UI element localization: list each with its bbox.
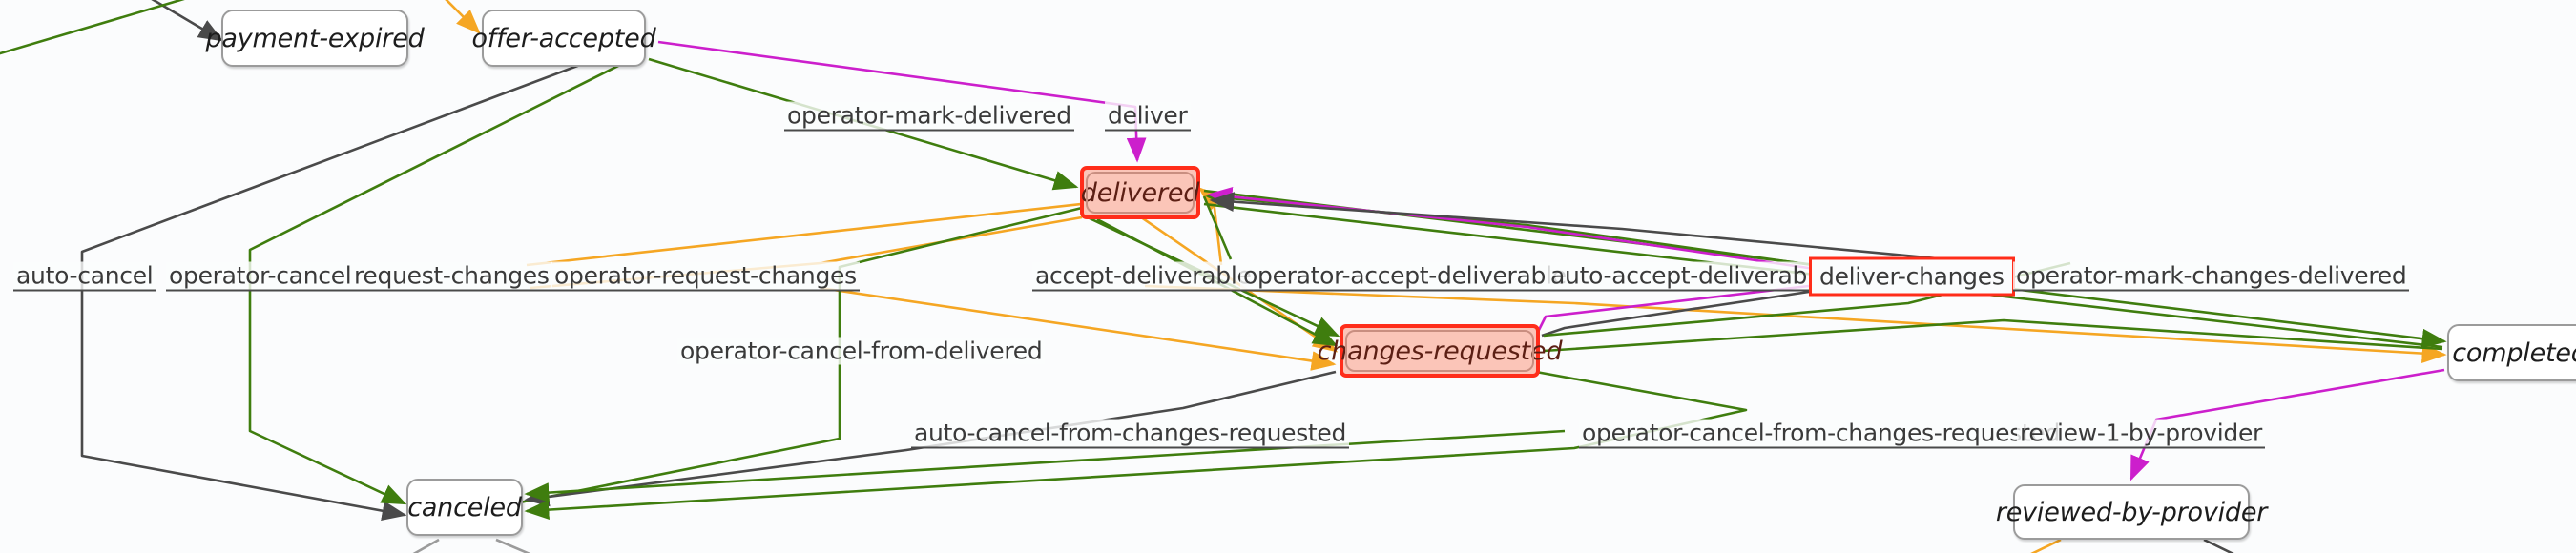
edge-label-text: auto-cancel — [16, 261, 154, 290]
node-label: offer-accepted — [471, 23, 656, 53]
edge-label-request-changes[interactable]: request-changes — [351, 261, 552, 292]
edge-label-text: operator-accept-deliverable — [1243, 261, 1567, 290]
edge-accept-deliverable — [1198, 187, 1224, 266]
edge-label-auto-accept-deliverable[interactable]: auto-accept-deliverable — [1548, 261, 1831, 292]
edge-label-auto-cancel[interactable]: auto-cancel — [13, 261, 156, 292]
node-label: canceled — [407, 492, 522, 522]
edge-reviewed-out-gray — [2203, 538, 2234, 553]
edge-operator-mark-changes-delivered-2 — [1541, 290, 1810, 338]
edge-label-text: review-1-by-provider — [2020, 419, 2263, 447]
edge-label-deliver-changes[interactable]: deliver-changes — [1809, 256, 2015, 297]
node-label: reviewed-by-provider — [1995, 497, 2268, 527]
edge-label-operator-mark-delivered[interactable]: operator-mark-delivered — [784, 101, 1074, 132]
edge-changes-requested-right-green-2 — [1543, 318, 2443, 353]
edge-label-text: operator-mark-changes-delivered — [2016, 261, 2407, 290]
edge-label-accept-deliverable[interactable]: accept-deliverable — [1032, 261, 1255, 292]
edge-deliver-changes-2 — [1536, 284, 1810, 333]
edge-label-review-1-by-provider[interactable]: review-1-by-provider — [2017, 419, 2266, 449]
node-canceled[interactable]: canceled — [406, 479, 523, 536]
edge-label-operator-request-changes[interactable]: operator-request-changes — [551, 261, 860, 292]
edge-label-text: request-changes — [354, 261, 550, 290]
edge-label-text: operator-request-changes — [554, 261, 857, 290]
edge-operator-accept-deliverable — [1202, 195, 1233, 260]
node-label: changes-requested — [1317, 336, 1563, 366]
edge-label-operator-cancel-from-changes-requested[interactable]: operator-cancel-from-changes-requested — [1579, 419, 2064, 449]
edge-label-auto-cancel-from-changes-requested[interactable]: auto-cancel-from-changes-requested — [911, 419, 1350, 449]
node-label: completed — [2452, 338, 2576, 368]
edge-label-operator-cancel-from-delivered[interactable]: operator-cancel-from-delivered — [677, 337, 1046, 365]
edge-label-deliver[interactable]: deliver — [1105, 101, 1191, 132]
edge-bottom-right-out — [495, 538, 531, 553]
edge-label-operator-cancel[interactable]: operator-cancel — [166, 261, 355, 292]
edge-label-text: auto-accept-deliverable — [1550, 261, 1828, 290]
node-label: payment-expired — [205, 23, 425, 53]
edge-deliver-changes — [1207, 187, 1816, 271]
edge-auto-accept-deliverable — [1205, 188, 1814, 267]
node-reviewed-by-provider[interactable]: reviewed-by-provider — [1996, 484, 2267, 540]
node-delivered[interactable]: delivered — [1080, 166, 1200, 219]
edge-label-operator-accept-deliverable[interactable]: operator-accept-deliverable — [1240, 261, 1569, 292]
node-changes-requested[interactable]: changes-requested — [1318, 324, 1563, 378]
node-payment-expired[interactable]: payment-expired — [205, 10, 425, 67]
edge-bottom-left-out — [412, 538, 440, 553]
edge-operator-mark-changes-delivered — [1209, 192, 2008, 267]
node-offer-accepted[interactable]: offer-accepted — [471, 10, 656, 67]
edge-label-text: operator-cancel — [169, 261, 352, 290]
edge-label-text: deliver — [1108, 101, 1188, 130]
edge-label-operator-mark-changes-delivered[interactable]: operator-mark-changes-delivered — [2013, 261, 2410, 292]
edge-green-topleft — [0, 0, 185, 55]
edge-label-text: accept-deliverable — [1035, 261, 1252, 290]
edge-label-text: operator-cancel-from-changes-requested — [1582, 419, 2061, 447]
edge-reviewed-out-orange — [2030, 538, 2062, 553]
edge-label-text: auto-cancel-from-changes-requested — [914, 419, 1347, 447]
edge-in-payment-expired — [151, 0, 224, 42]
node-completed[interactable]: completed — [2447, 324, 2576, 381]
edge-label-text: operator-cancel-from-delivered — [680, 337, 1043, 365]
edge-label-text: operator-mark-delivered — [787, 101, 1071, 130]
node-label: delivered — [1080, 177, 1200, 208]
edge-label-text: deliver-changes — [1819, 262, 2005, 291]
